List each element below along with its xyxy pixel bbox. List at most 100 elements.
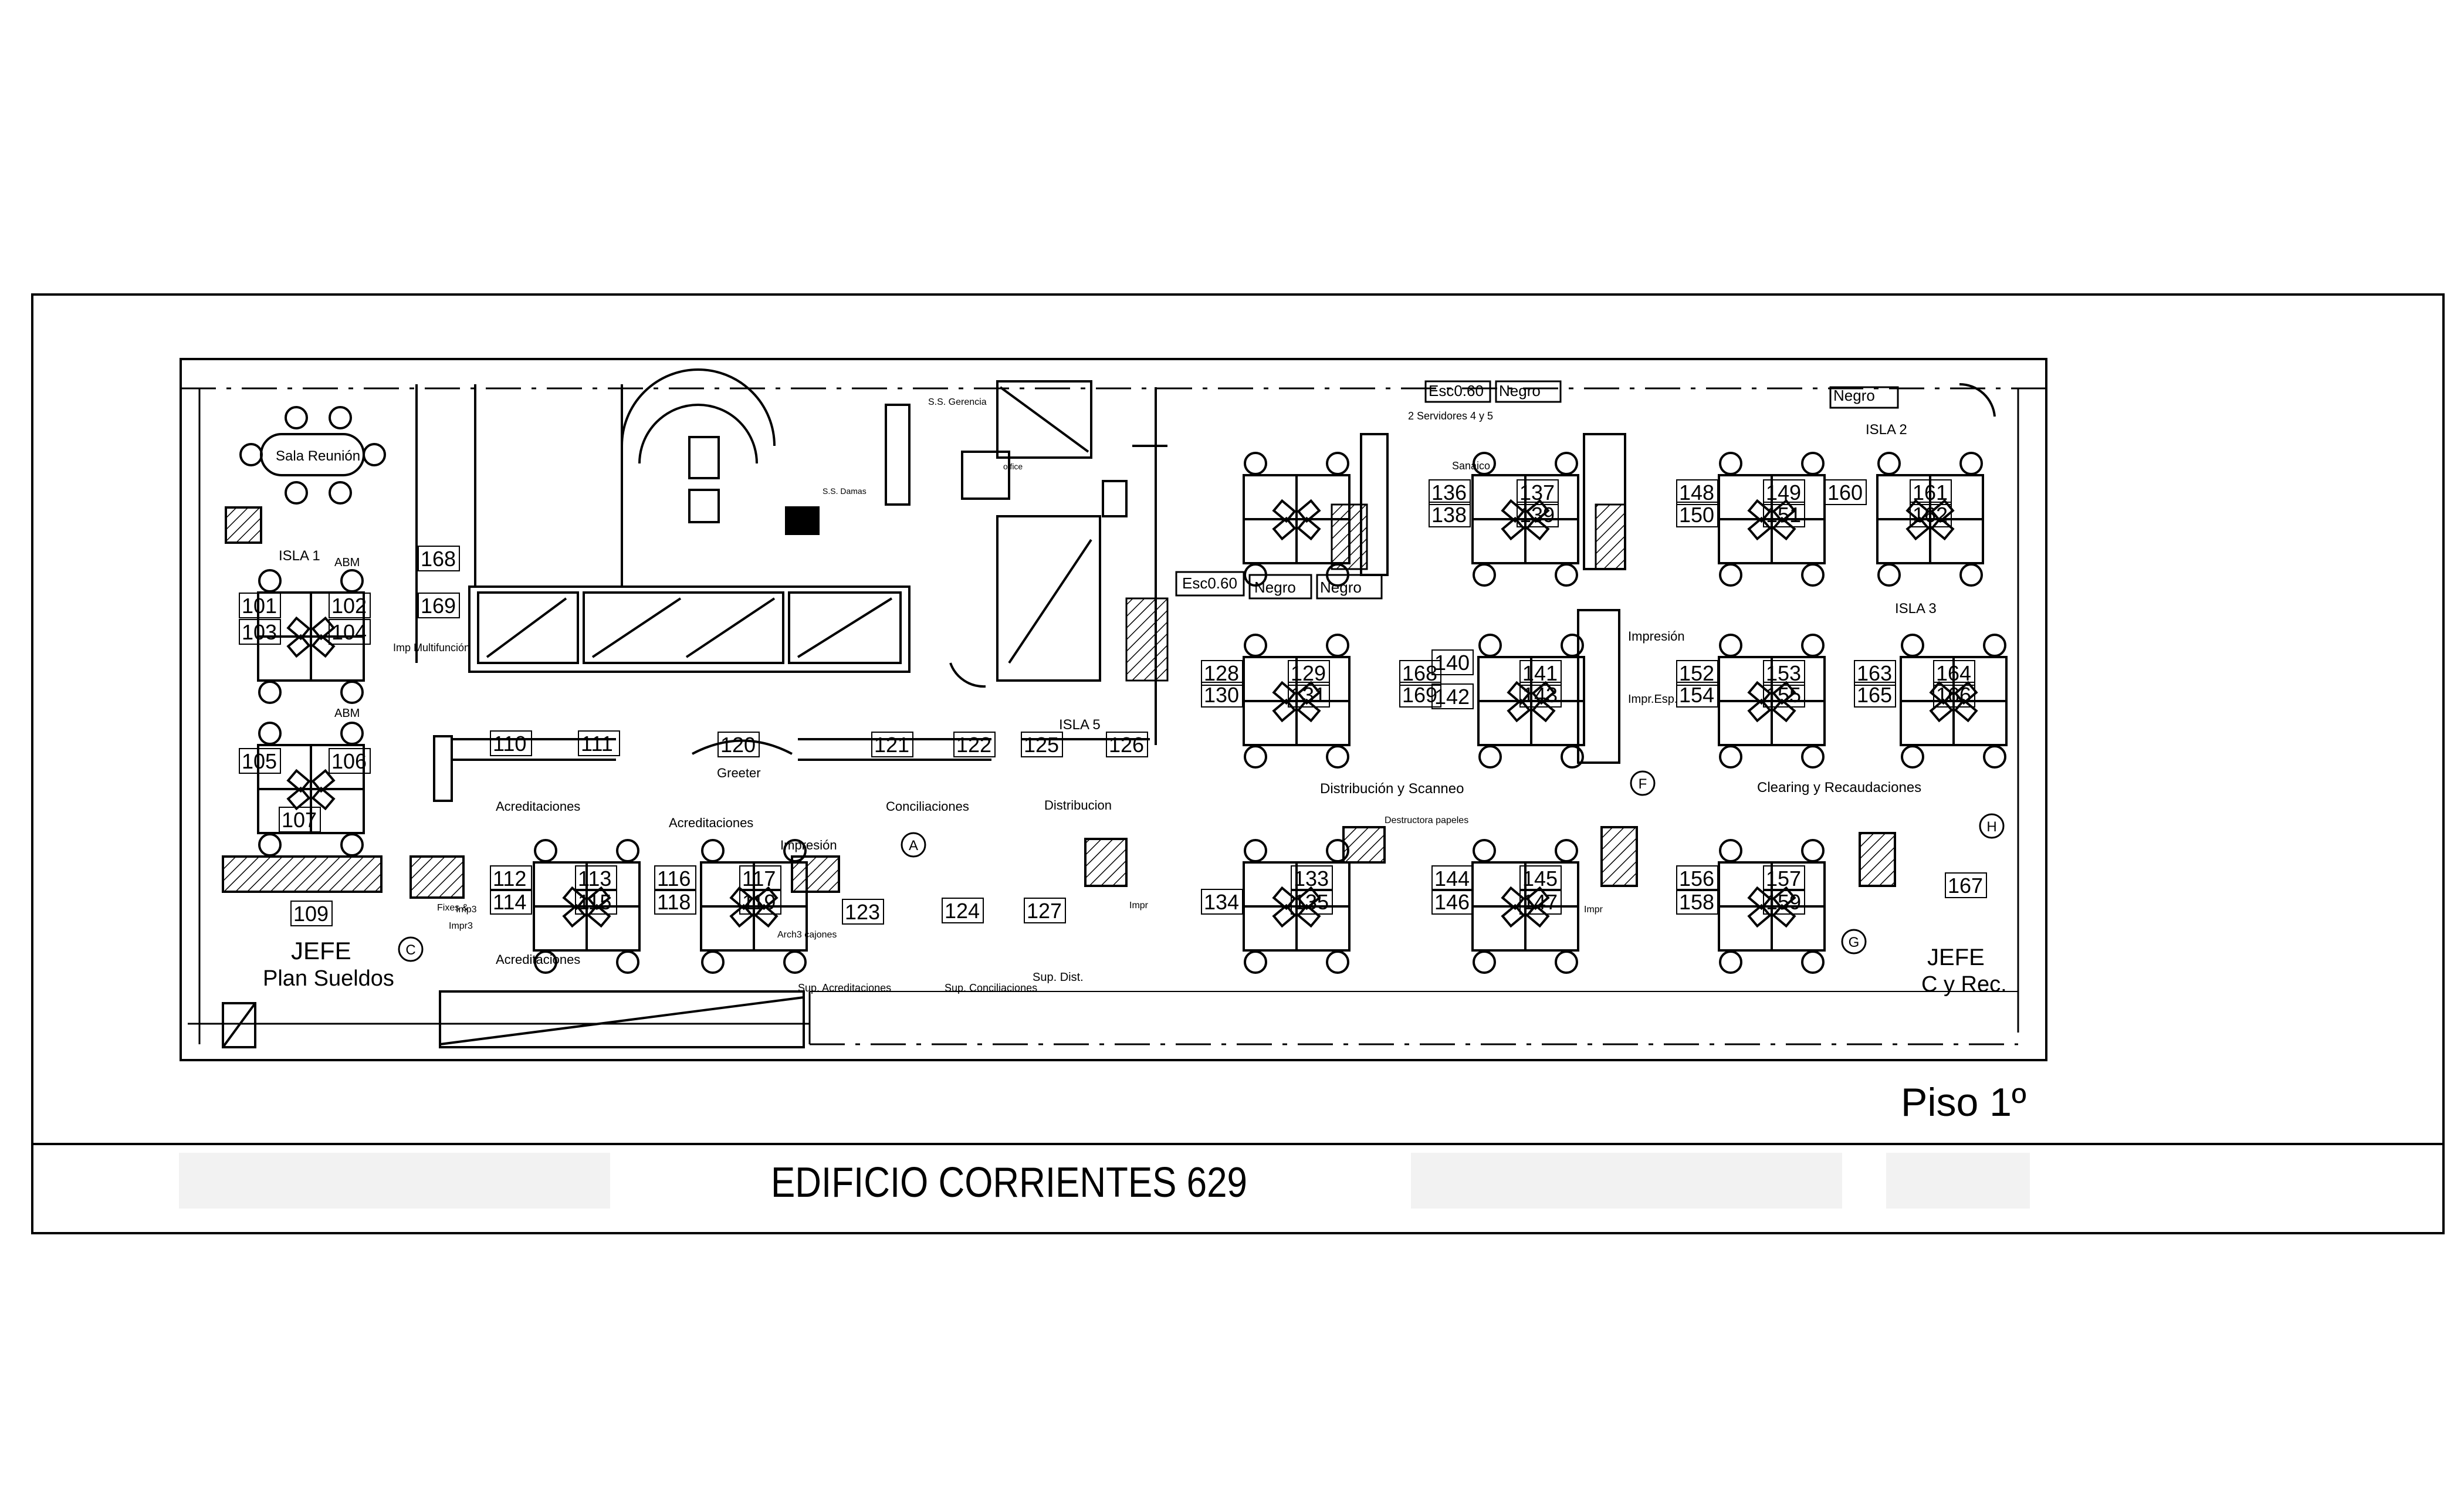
- desk-number: 169: [421, 594, 456, 618]
- zone-label: Impr: [1129, 901, 1149, 911]
- desk-number-box: [1676, 502, 1718, 527]
- desk-number: 158: [1679, 890, 1714, 914]
- marker-label: H: [1986, 819, 1996, 835]
- desk-number: 154: [1679, 683, 1714, 707]
- desk-cluster: [1471, 452, 1579, 587]
- counters: [222, 506, 1896, 1048]
- desk-cluster: [1243, 634, 1351, 769]
- desk-number-box: [239, 619, 281, 645]
- desk-number: 121: [874, 733, 909, 757]
- desk-number-box: [654, 865, 696, 891]
- room-label-boxes: [1175, 380, 1899, 600]
- desk-number: 128: [1204, 661, 1239, 685]
- desk-number-box: [1854, 660, 1896, 686]
- desk-number-box: [1933, 682, 1975, 708]
- desk-cluster: [1718, 634, 1826, 769]
- desk-number: 130: [1204, 683, 1239, 707]
- marker-circle: [1630, 770, 1656, 796]
- zone-label: ABM: [334, 707, 360, 720]
- desk-number-box: [1910, 502, 1952, 527]
- greeter-label: Greeter: [717, 766, 761, 780]
- zone-label: Impr.Esp.: [1628, 693, 1677, 706]
- desk-number-box: [418, 593, 460, 618]
- meeting-room-label: Sala Reunión: [276, 448, 360, 464]
- desk-number: 119: [742, 890, 776, 914]
- zone-label: Impresión: [780, 838, 837, 852]
- desk-number: 133: [1294, 867, 1329, 891]
- desk-number: 162: [1913, 503, 1948, 527]
- zone-label: Acreditaciones: [669, 815, 753, 830]
- desk-number: 144: [1434, 867, 1470, 891]
- desk-number: 127: [1027, 899, 1062, 923]
- desk-number: 137: [1519, 480, 1555, 505]
- title-block-cell-1: [179, 1153, 610, 1209]
- zone-label: ISLA 2: [1866, 422, 1907, 438]
- desk-number: 138: [1431, 503, 1467, 527]
- desk-number: 151: [1766, 503, 1801, 527]
- desk-number: 149: [1766, 480, 1801, 505]
- desk-number-box: [329, 619, 371, 645]
- desk-number: 143: [1522, 683, 1558, 707]
- servidores-label: 2 Servidores 4 y 5: [1408, 410, 1493, 422]
- zone-label: Sup. Dist.: [1033, 971, 1084, 984]
- desk-number-box: [953, 732, 996, 757]
- negro-top-label: Negro: [1499, 382, 1541, 400]
- floor-label: Piso 1º: [1901, 1080, 2026, 1125]
- desk-number-box: [578, 730, 620, 756]
- ss-gerencia-label: S.S. Gerencia: [928, 397, 987, 407]
- desk-number: 104: [331, 620, 367, 644]
- desk-number-box: [1763, 502, 1805, 527]
- desk-number: 168: [1402, 661, 1437, 685]
- desk-number: 126: [1109, 733, 1144, 757]
- desk-number-box: [490, 889, 532, 915]
- desk-number: 156: [1679, 867, 1714, 891]
- esc-left-label: Esc0.60: [1182, 574, 1237, 592]
- desk-number-box: [1201, 660, 1243, 686]
- desk-number: 165: [1857, 683, 1892, 707]
- desk-number-box: [490, 730, 532, 756]
- desk-number-box: [871, 732, 913, 757]
- marker-circle: [398, 936, 424, 962]
- building-core: [415, 368, 1996, 764]
- desk-number-box: [1676, 682, 1718, 708]
- desk-number-box: [1519, 889, 1562, 915]
- desk-number: 155: [1766, 683, 1801, 707]
- zone-label: ISLA 3: [1895, 601, 1937, 617]
- desk-number: 141: [1522, 661, 1558, 685]
- desk-number-box: [1024, 898, 1066, 923]
- desk-cluster: [1471, 839, 1579, 974]
- desk-number-box: [329, 748, 371, 774]
- zone-label: Acreditaciones: [496, 799, 580, 814]
- negro-left-1-label: Negro: [1254, 578, 1296, 596]
- desk-number-box: [1519, 660, 1562, 686]
- zone-label: ISLA 1: [279, 548, 320, 564]
- zone-label: Fixes &: [437, 903, 469, 913]
- desk-number-box: [1676, 865, 1718, 891]
- desk-number-box: [1517, 479, 1559, 505]
- sanaico-label: Sanaico: [1452, 460, 1490, 472]
- desk-cluster: [1876, 452, 1984, 587]
- zone-label: Distribucion: [1044, 798, 1112, 813]
- desk-number: 123: [845, 900, 880, 924]
- desk-cluster: [700, 839, 808, 974]
- zone-label: Sup. Acreditaciones: [798, 982, 891, 994]
- desk-number-box: [418, 546, 460, 571]
- zone-label: Acreditaciones: [496, 952, 580, 967]
- desk-number: 131: [1291, 683, 1326, 707]
- desk-number: 166: [1936, 683, 1971, 707]
- desk-number-box: [1519, 682, 1562, 708]
- desk-number: 103: [242, 620, 277, 644]
- desk-number-box: [1431, 889, 1474, 915]
- desk-number-box: [1399, 682, 1441, 708]
- desk-number: 129: [1291, 661, 1326, 685]
- desk-number: 146: [1434, 890, 1470, 914]
- desk-number: 161: [1913, 480, 1948, 505]
- desk-number: 136: [1431, 480, 1467, 505]
- desk-number: 152: [1679, 661, 1714, 685]
- zone-label: ISLA 5: [1059, 717, 1101, 733]
- desk-cluster: [257, 569, 365, 704]
- title-block-cell-2: [1411, 1153, 1842, 1209]
- zone-label: Clearing y Recaudaciones: [1757, 780, 1921, 796]
